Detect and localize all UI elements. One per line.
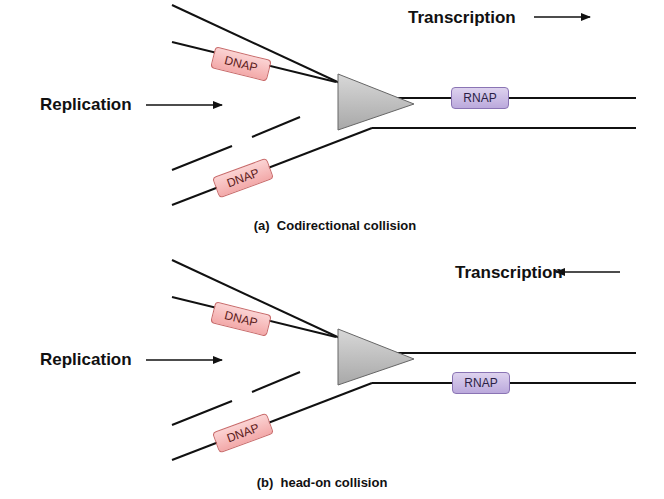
rna-polymerase-box: RNAP xyxy=(452,372,510,394)
dna-polymerase-box: DNAP xyxy=(212,413,274,454)
process-label: Replication xyxy=(40,95,132,115)
box-text: DNAP xyxy=(223,53,259,75)
dna-polymerase-box: DNAP xyxy=(210,46,272,81)
box-text: DNAP xyxy=(225,421,261,446)
panel-caption: (a) Codirectional collision xyxy=(254,218,417,233)
box-text: RNAP xyxy=(464,376,497,390)
process-label: Transcription xyxy=(455,263,563,283)
box-text: RNAP xyxy=(463,91,496,105)
dna-polymerase-box: DNAP xyxy=(212,158,274,199)
process-label: Transcription xyxy=(408,8,516,28)
box-text: DNAP xyxy=(223,308,259,330)
process-label: Replication xyxy=(40,350,132,370)
rna-polymerase-box: RNAP xyxy=(451,87,509,109)
box-text: DNAP xyxy=(225,166,261,191)
panel-caption: (b) head-on collision xyxy=(257,475,388,490)
dna-polymerase-box: DNAP xyxy=(210,301,272,336)
